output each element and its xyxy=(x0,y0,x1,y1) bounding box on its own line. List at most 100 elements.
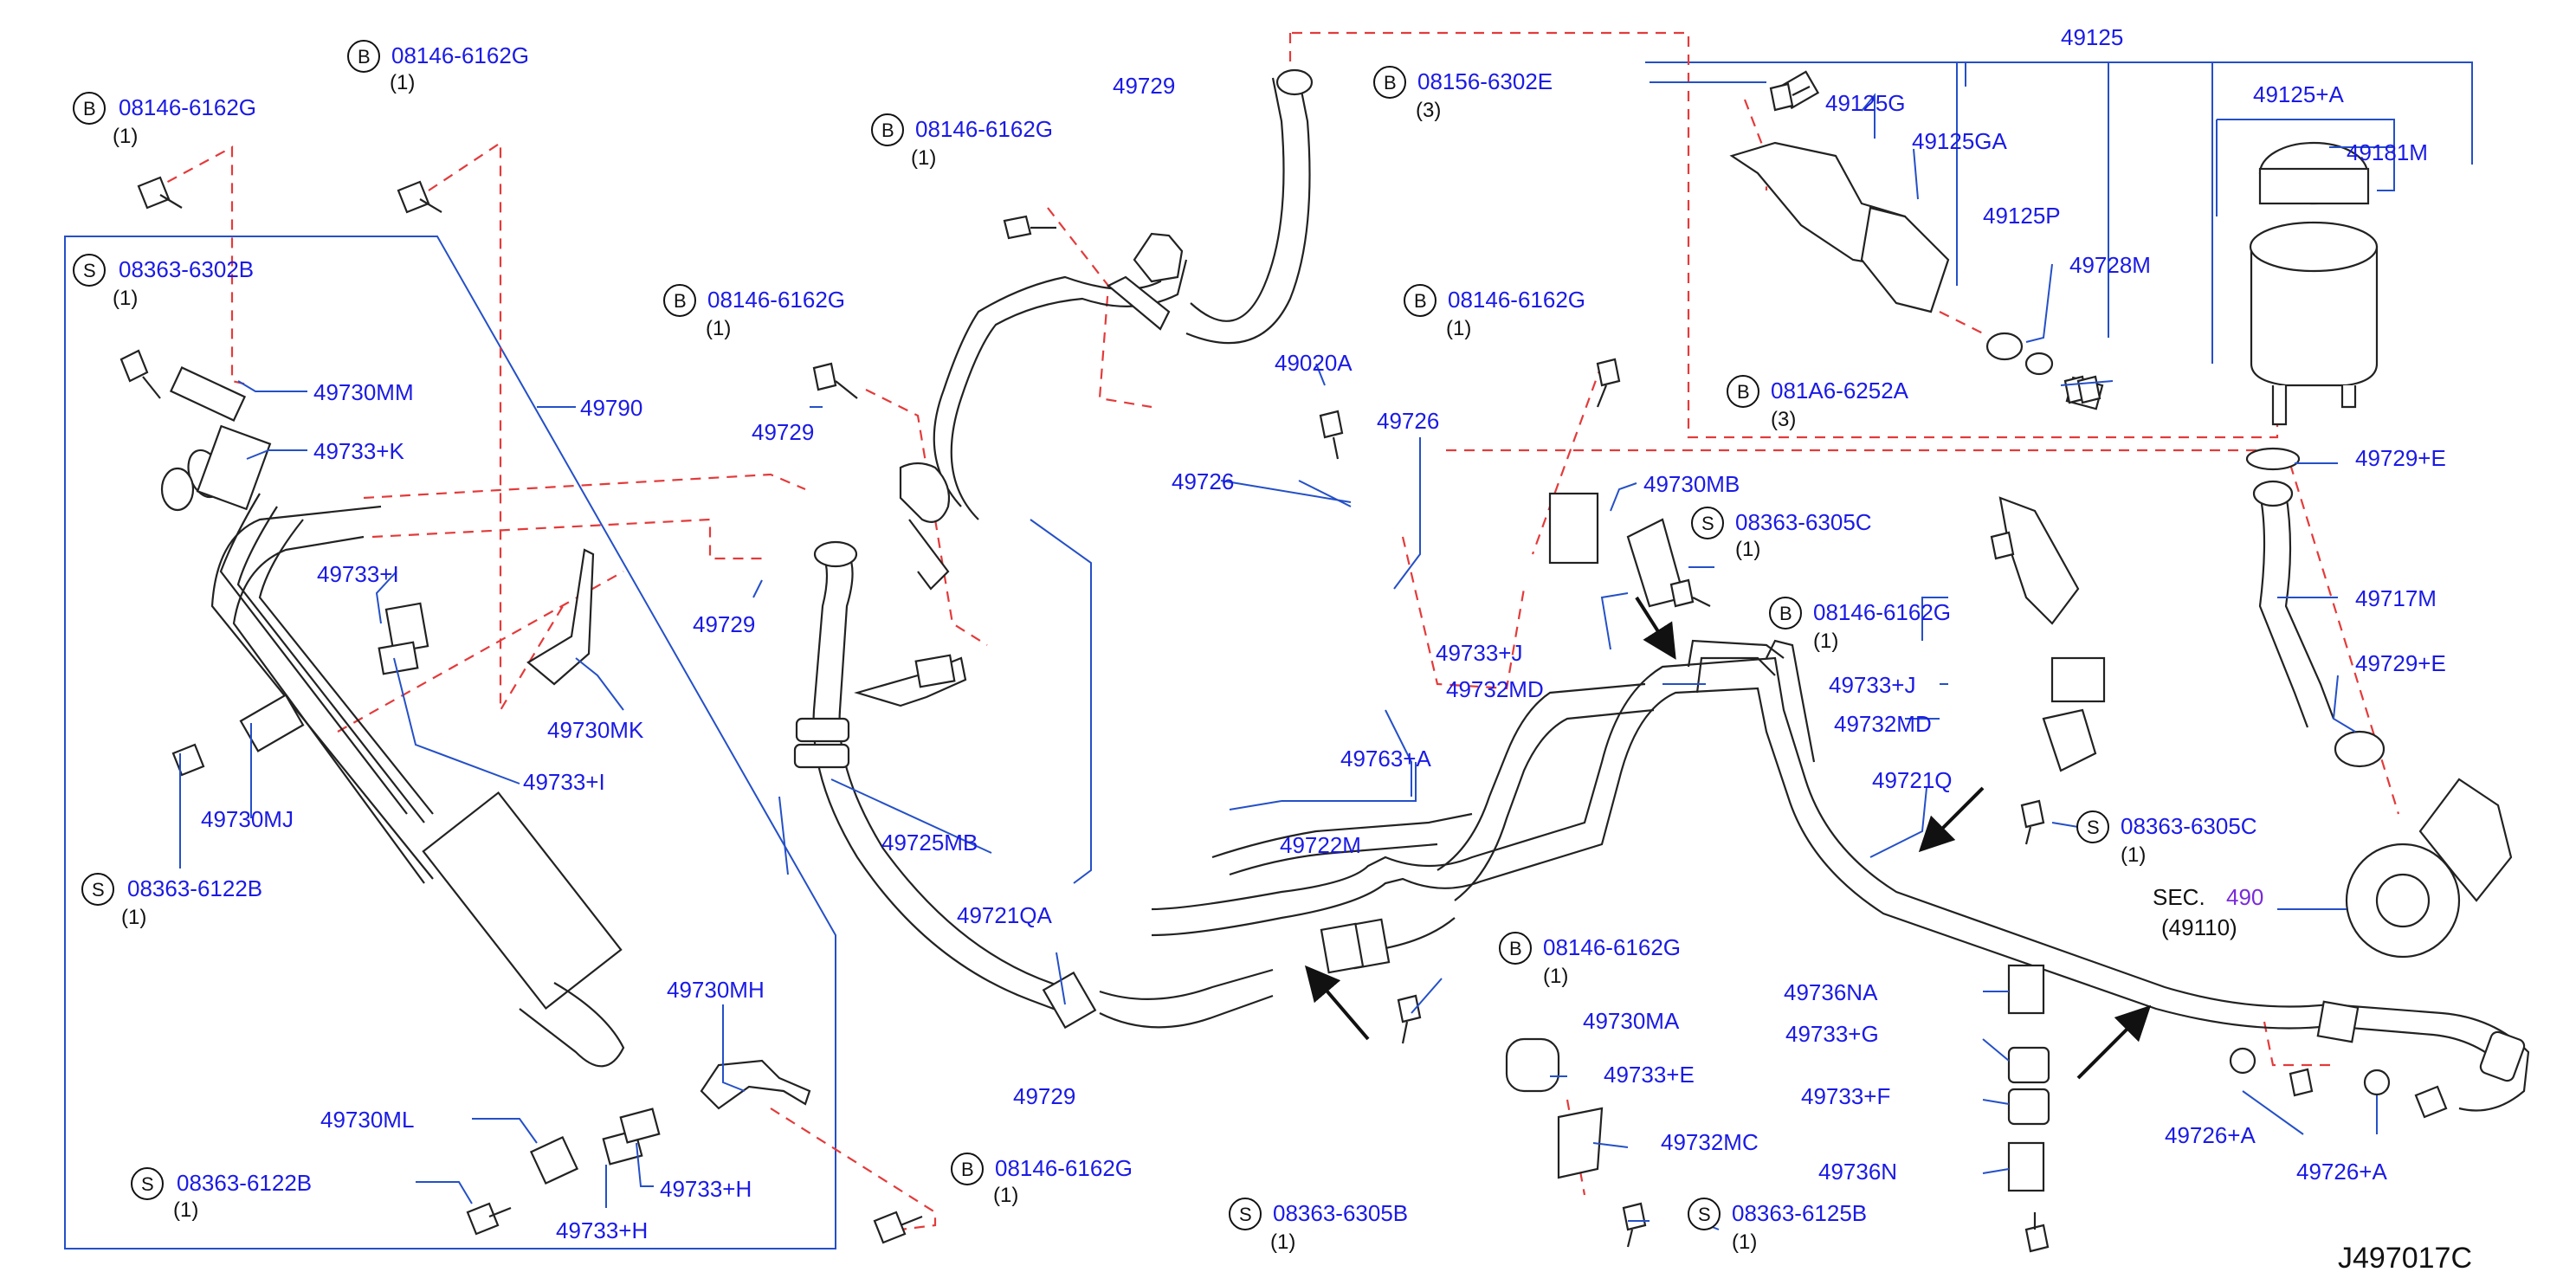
right-tube-assembly xyxy=(1151,639,2530,1112)
svg-text:(1): (1) xyxy=(993,1184,1018,1207)
bolts xyxy=(119,82,2448,1253)
svg-text:49125P: 49125P xyxy=(1983,203,2061,229)
svg-text:49726: 49726 xyxy=(1377,408,1439,434)
svg-text:08146-6162G: 08146-6162G xyxy=(391,42,529,68)
svg-text:08363-6305C: 08363-6305C xyxy=(2121,813,2257,839)
svg-text:081A6-6252A: 081A6-6252A xyxy=(1771,378,1909,404)
svg-text:B: B xyxy=(1414,290,1427,312)
svg-text:08363-6125B: 08363-6125B xyxy=(1732,1200,1867,1226)
subassembly-frame xyxy=(64,236,836,1249)
svg-text:49020A: 49020A xyxy=(1275,350,1353,376)
callout-c16: S 08363-6125B (1) xyxy=(1688,1198,1867,1254)
svg-text:49733+I: 49733+I xyxy=(317,561,399,587)
svg-text:08363-6302B: 08363-6302B xyxy=(119,256,254,282)
svg-text:49125: 49125 xyxy=(2061,24,2123,50)
svg-text:S: S xyxy=(1698,1204,1711,1225)
svg-text:49730MK: 49730MK xyxy=(547,717,644,743)
svg-text:49730MJ: 49730MJ xyxy=(201,806,294,832)
svg-text:(1): (1) xyxy=(173,1198,198,1222)
svg-text:08363-6122B: 08363-6122B xyxy=(177,1170,312,1196)
svg-text:S: S xyxy=(1701,513,1714,534)
drawing-code: J497017C xyxy=(2338,1242,2472,1275)
svg-text:49125G: 49125G xyxy=(1825,90,1906,116)
svg-text:49726+A: 49726+A xyxy=(2296,1159,2387,1185)
svg-text:08156-6302E: 08156-6302E xyxy=(1417,68,1553,94)
svg-text:49732MD: 49732MD xyxy=(1446,676,1544,702)
svg-text:08363-6305C: 08363-6305C xyxy=(1735,509,1872,535)
svg-text:(1): (1) xyxy=(2121,843,2146,867)
callout-c5: S 08363-6122B (1) xyxy=(131,1167,312,1222)
svg-text:08146-6162G: 08146-6162G xyxy=(1543,934,1681,960)
svg-text:B: B xyxy=(1384,72,1397,94)
callout-c17: B 08146-6162G (1) xyxy=(951,1153,1133,1207)
svg-text:49730ML: 49730ML xyxy=(320,1107,414,1133)
svg-text:(1): (1) xyxy=(1446,317,1471,340)
svg-text:49729: 49729 xyxy=(1113,73,1175,99)
svg-text:(1): (1) xyxy=(911,146,936,170)
callout-c1: B 08146-6162G (1) xyxy=(73,92,256,148)
svg-text:49125GA: 49125GA xyxy=(1912,128,2008,154)
svg-text:49733+H: 49733+H xyxy=(556,1217,648,1243)
reservoir-group-bracket xyxy=(1645,61,2473,364)
svg-text:(1): (1) xyxy=(390,71,415,94)
svg-text:49729: 49729 xyxy=(752,419,814,445)
callout-c9: B 08146-6162G (1) xyxy=(1404,284,1585,340)
svg-text:S: S xyxy=(141,1173,154,1195)
direction-arrows xyxy=(1304,596,2152,1080)
svg-text:49733+E: 49733+E xyxy=(1604,1062,1695,1088)
callout-c15: S 08363-6305B (1) xyxy=(1229,1198,1408,1254)
svg-text:S: S xyxy=(1239,1204,1252,1225)
svg-text:490: 490 xyxy=(2226,884,2263,910)
svg-text:08146-6162G: 08146-6162G xyxy=(1813,599,1951,625)
svg-text:49736NA: 49736NA xyxy=(1784,979,1878,1005)
callout-c14: B 08146-6162G (1) xyxy=(1499,932,1681,988)
svg-text:49181M: 49181M xyxy=(2347,139,2428,165)
part-labels: 49730MM 49733+K 49790 49733+I 49733+I 49… xyxy=(201,24,2446,1243)
svg-text:(1): (1) xyxy=(706,317,731,340)
callout-c4: S 08363-6122B (1) xyxy=(81,873,262,929)
svg-text:49125+A: 49125+A xyxy=(2253,81,2344,107)
svg-text:49728M: 49728M xyxy=(2069,252,2151,278)
svg-text:B: B xyxy=(358,46,371,68)
svg-text:49730MA: 49730MA xyxy=(1583,1008,1680,1034)
svg-text:08146-6162G: 08146-6162G xyxy=(995,1155,1133,1181)
svg-text:49732MD: 49732MD xyxy=(1834,711,1932,737)
svg-text:B: B xyxy=(83,98,96,119)
svg-text:08363-6305B: 08363-6305B xyxy=(1273,1200,1408,1226)
svg-text:S: S xyxy=(83,260,96,281)
svg-text:08146-6162G: 08146-6162G xyxy=(119,94,256,120)
callout-c7: B 08146-6162G (1) xyxy=(663,284,845,340)
svg-text:S: S xyxy=(2087,817,2100,838)
svg-text:08363-6122B: 08363-6122B xyxy=(127,875,262,901)
svg-text:49733+J: 49733+J xyxy=(1829,672,1915,698)
svg-text:49733+H: 49733+H xyxy=(660,1176,752,1202)
svg-text:08146-6162G: 08146-6162G xyxy=(707,287,845,313)
svg-text:(1): (1) xyxy=(1732,1230,1757,1254)
svg-text:S: S xyxy=(92,879,105,901)
svg-text:49730MB: 49730MB xyxy=(1643,471,1740,497)
center-hoses xyxy=(793,68,1314,1030)
svg-text:B: B xyxy=(881,119,894,141)
svg-text:(1): (1) xyxy=(121,906,146,929)
leader-lines xyxy=(179,81,2395,1230)
svg-text:49721Q: 49721Q xyxy=(1872,767,1953,793)
svg-text:(3): (3) xyxy=(1416,99,1441,122)
reservoir-pump xyxy=(1729,70,2513,959)
callout-c6: B 08146-6162G (1) xyxy=(871,113,1053,170)
assembly-dashed-lines xyxy=(151,31,2400,1231)
svg-text:08146-6162G: 08146-6162G xyxy=(1448,287,1585,313)
svg-text:49763+A: 49763+A xyxy=(1340,746,1431,772)
svg-text:49730MM: 49730MM xyxy=(313,379,414,405)
callout-c10: B 081A6-6252A (3) xyxy=(1727,375,1909,431)
svg-text:49722M: 49722M xyxy=(1280,832,1361,858)
svg-text:49732MC: 49732MC xyxy=(1661,1129,1759,1155)
svg-text:49726+A: 49726+A xyxy=(2165,1122,2256,1148)
svg-text:49725MB: 49725MB xyxy=(881,830,978,856)
svg-text:(1): (1) xyxy=(1735,538,1760,561)
svg-text:(1): (1) xyxy=(1813,630,1838,653)
svg-text:B: B xyxy=(1737,381,1750,403)
svg-text:B: B xyxy=(1509,938,1522,959)
callout-c2: B 08146-6162G (1) xyxy=(347,40,529,94)
svg-text:49733+F: 49733+F xyxy=(1801,1083,1890,1109)
